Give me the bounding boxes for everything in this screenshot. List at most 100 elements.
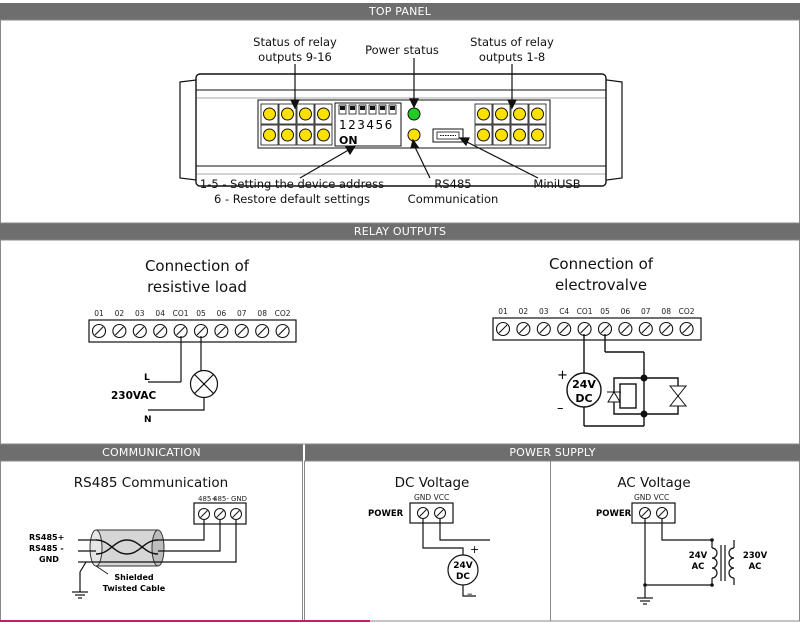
electrovalve-terminal-slot-6 — [621, 324, 630, 334]
cable-label-line2: Twisted Cable — [103, 584, 166, 593]
electrovalve-title-line2: electrovalve — [555, 276, 647, 294]
comm-wiring — [72, 520, 237, 599]
label-rs485-line2: Communication — [408, 192, 499, 206]
relay-1-8-led-3 — [513, 107, 526, 121]
electrovalve-terminal-label-9: CO2 — [679, 307, 695, 316]
dip-numbers: 123456 — [339, 118, 394, 132]
led-group-outputs-1-8 — [474, 103, 547, 146]
relay-9-16-led-8 — [317, 128, 330, 142]
header-communication: COMMUNICATION — [0, 444, 303, 461]
ac-secondary-unit: AC — [692, 562, 705, 572]
resistive-terminal-label-5: 05 — [196, 309, 206, 318]
dc-source-minus: – — [467, 587, 473, 600]
resistive-terminal-slot-2 — [135, 326, 145, 336]
electrovalve-terminal-slot-5 — [600, 324, 610, 334]
electrovalve-terminal-label-1: 02 — [519, 307, 529, 316]
label-power-status: Power status — [365, 43, 439, 57]
resistive-terminal-slot-6 — [217, 326, 226, 336]
relay-1-8-led-8 — [531, 128, 544, 142]
dip-key-knob-3 — [360, 106, 365, 110]
electrovalve-terminal-label-4: CO1 — [577, 307, 593, 316]
resistive-terminal-label-6: 06 — [217, 309, 227, 318]
header-top-panel: TOP PANEL — [0, 3, 800, 20]
relay-9-16-led-4 — [317, 107, 330, 121]
top-arrows — [290, 58, 539, 179]
dip-on-label: ON — [339, 134, 358, 147]
cable-label-line1: Shielded — [114, 573, 154, 582]
label-rs485-line1: RS485 — [434, 177, 471, 191]
resistive-terminal-slot-7 — [237, 326, 247, 336]
label-status-1-8-line1: Status of relay — [470, 35, 554, 49]
electrovalve-terminal-slot-8 — [661, 324, 671, 334]
label-status-1-8-line2: outputs 1-8 — [479, 50, 545, 64]
resistive-terminal-label-1: 02 — [115, 309, 125, 318]
header-relay-outputs: RELAY OUTPUTS — [0, 223, 800, 240]
relay-9-16-led-7 — [299, 128, 312, 142]
dc-gnd-vcc: GND VCC — [414, 493, 449, 502]
electrovalve-terminal-label-3: C4 — [559, 307, 569, 316]
resistive-terminal-slot-4 — [176, 326, 185, 336]
electrovalve-terminal-slot-4 — [580, 324, 589, 334]
dip-key-knob-6 — [390, 106, 395, 110]
electrovalve-terminal-label-8: 08 — [661, 307, 671, 316]
ac-gnd-vcc: GND VCC — [634, 493, 669, 502]
ac-title: AC Voltage — [617, 475, 690, 491]
power-led — [407, 107, 421, 121]
electrovalve-terminal-slot-2 — [539, 324, 549, 334]
electrovalve-terminal-label-6: 06 — [621, 307, 631, 316]
miniusb-port[interactable] — [432, 128, 464, 143]
relay-9-16-led-1 — [263, 107, 276, 121]
relay-1-8-led-6 — [495, 128, 508, 142]
dc-wiring — [422, 519, 490, 597]
resistive-wiring — [148, 336, 219, 411]
dc-source-unit: DC — [456, 572, 470, 582]
resistive-terminal-label-4: CO1 — [173, 309, 189, 318]
relay-1-8-led-5 — [477, 128, 490, 142]
relay-9-16-led-3 — [299, 107, 312, 121]
relay-9-16-led-6 — [281, 128, 294, 142]
relay-1-8-led-2 — [495, 107, 508, 121]
relay-9-16-led-5 — [263, 128, 276, 142]
label-230vac: 230VAC — [111, 390, 156, 402]
header-power-supply: POWER SUPPLY — [305, 444, 800, 461]
dc-source-plus: + — [470, 543, 479, 556]
dip-key-knob-5 — [380, 106, 385, 110]
comm-wire-rs485p: RS485+ — [29, 533, 64, 542]
relay-9-16-led-2 — [281, 107, 294, 121]
label-address-line2: 6 - Restore default settings — [214, 192, 370, 206]
comm-terminal-485m: 485- — [213, 495, 229, 503]
dc-minus-sign: – — [557, 401, 564, 416]
electrovalve-terminal-label-5: 05 — [600, 307, 610, 316]
electrovalve-terminal-label-2: 03 — [539, 307, 549, 316]
electrovalve-title-line1: Connection of — [549, 255, 654, 273]
dc-unit-label: DC — [575, 392, 592, 405]
rs485-led — [407, 128, 421, 142]
relay-1-8-led-4 — [531, 107, 544, 121]
electrovalve-terminal-slot-7 — [641, 324, 651, 334]
ac-terminal-block — [631, 502, 676, 524]
label-address-line1: 1-5 - Setting the device address — [200, 177, 384, 191]
label-l: L — [144, 373, 150, 383]
comm-wire-rs485m: RS485 - — [29, 544, 64, 553]
dc-terminal-block — [409, 502, 454, 524]
comm-terminal-485p: 485+ — [198, 495, 217, 503]
dc-power-label: POWER — [368, 509, 404, 519]
led-group-outputs-9-16 — [260, 103, 333, 146]
resistive-title-line1: Connection of — [145, 257, 250, 275]
dc-plus-sign: + — [557, 368, 568, 383]
dip-key-knob-2 — [350, 106, 355, 110]
ac-junctions — [643, 538, 714, 587]
label-status-9-16-line1: Status of relay — [253, 35, 337, 49]
resistive-terminal-label-0: 01 — [94, 309, 104, 318]
dc-source-value: 24V — [453, 561, 473, 571]
electrovalve-terminal-slot-3 — [559, 324, 569, 334]
dip-switch[interactable]: 123456 ON — [334, 102, 402, 147]
resistive-terminal-label-9: CO2 — [275, 309, 291, 318]
resistive-terminal-label-8: 08 — [257, 309, 267, 318]
relay-1-8-led-7 — [513, 128, 526, 142]
dc-title: DC Voltage — [395, 475, 470, 491]
electrovalve-symbols — [607, 374, 688, 418]
